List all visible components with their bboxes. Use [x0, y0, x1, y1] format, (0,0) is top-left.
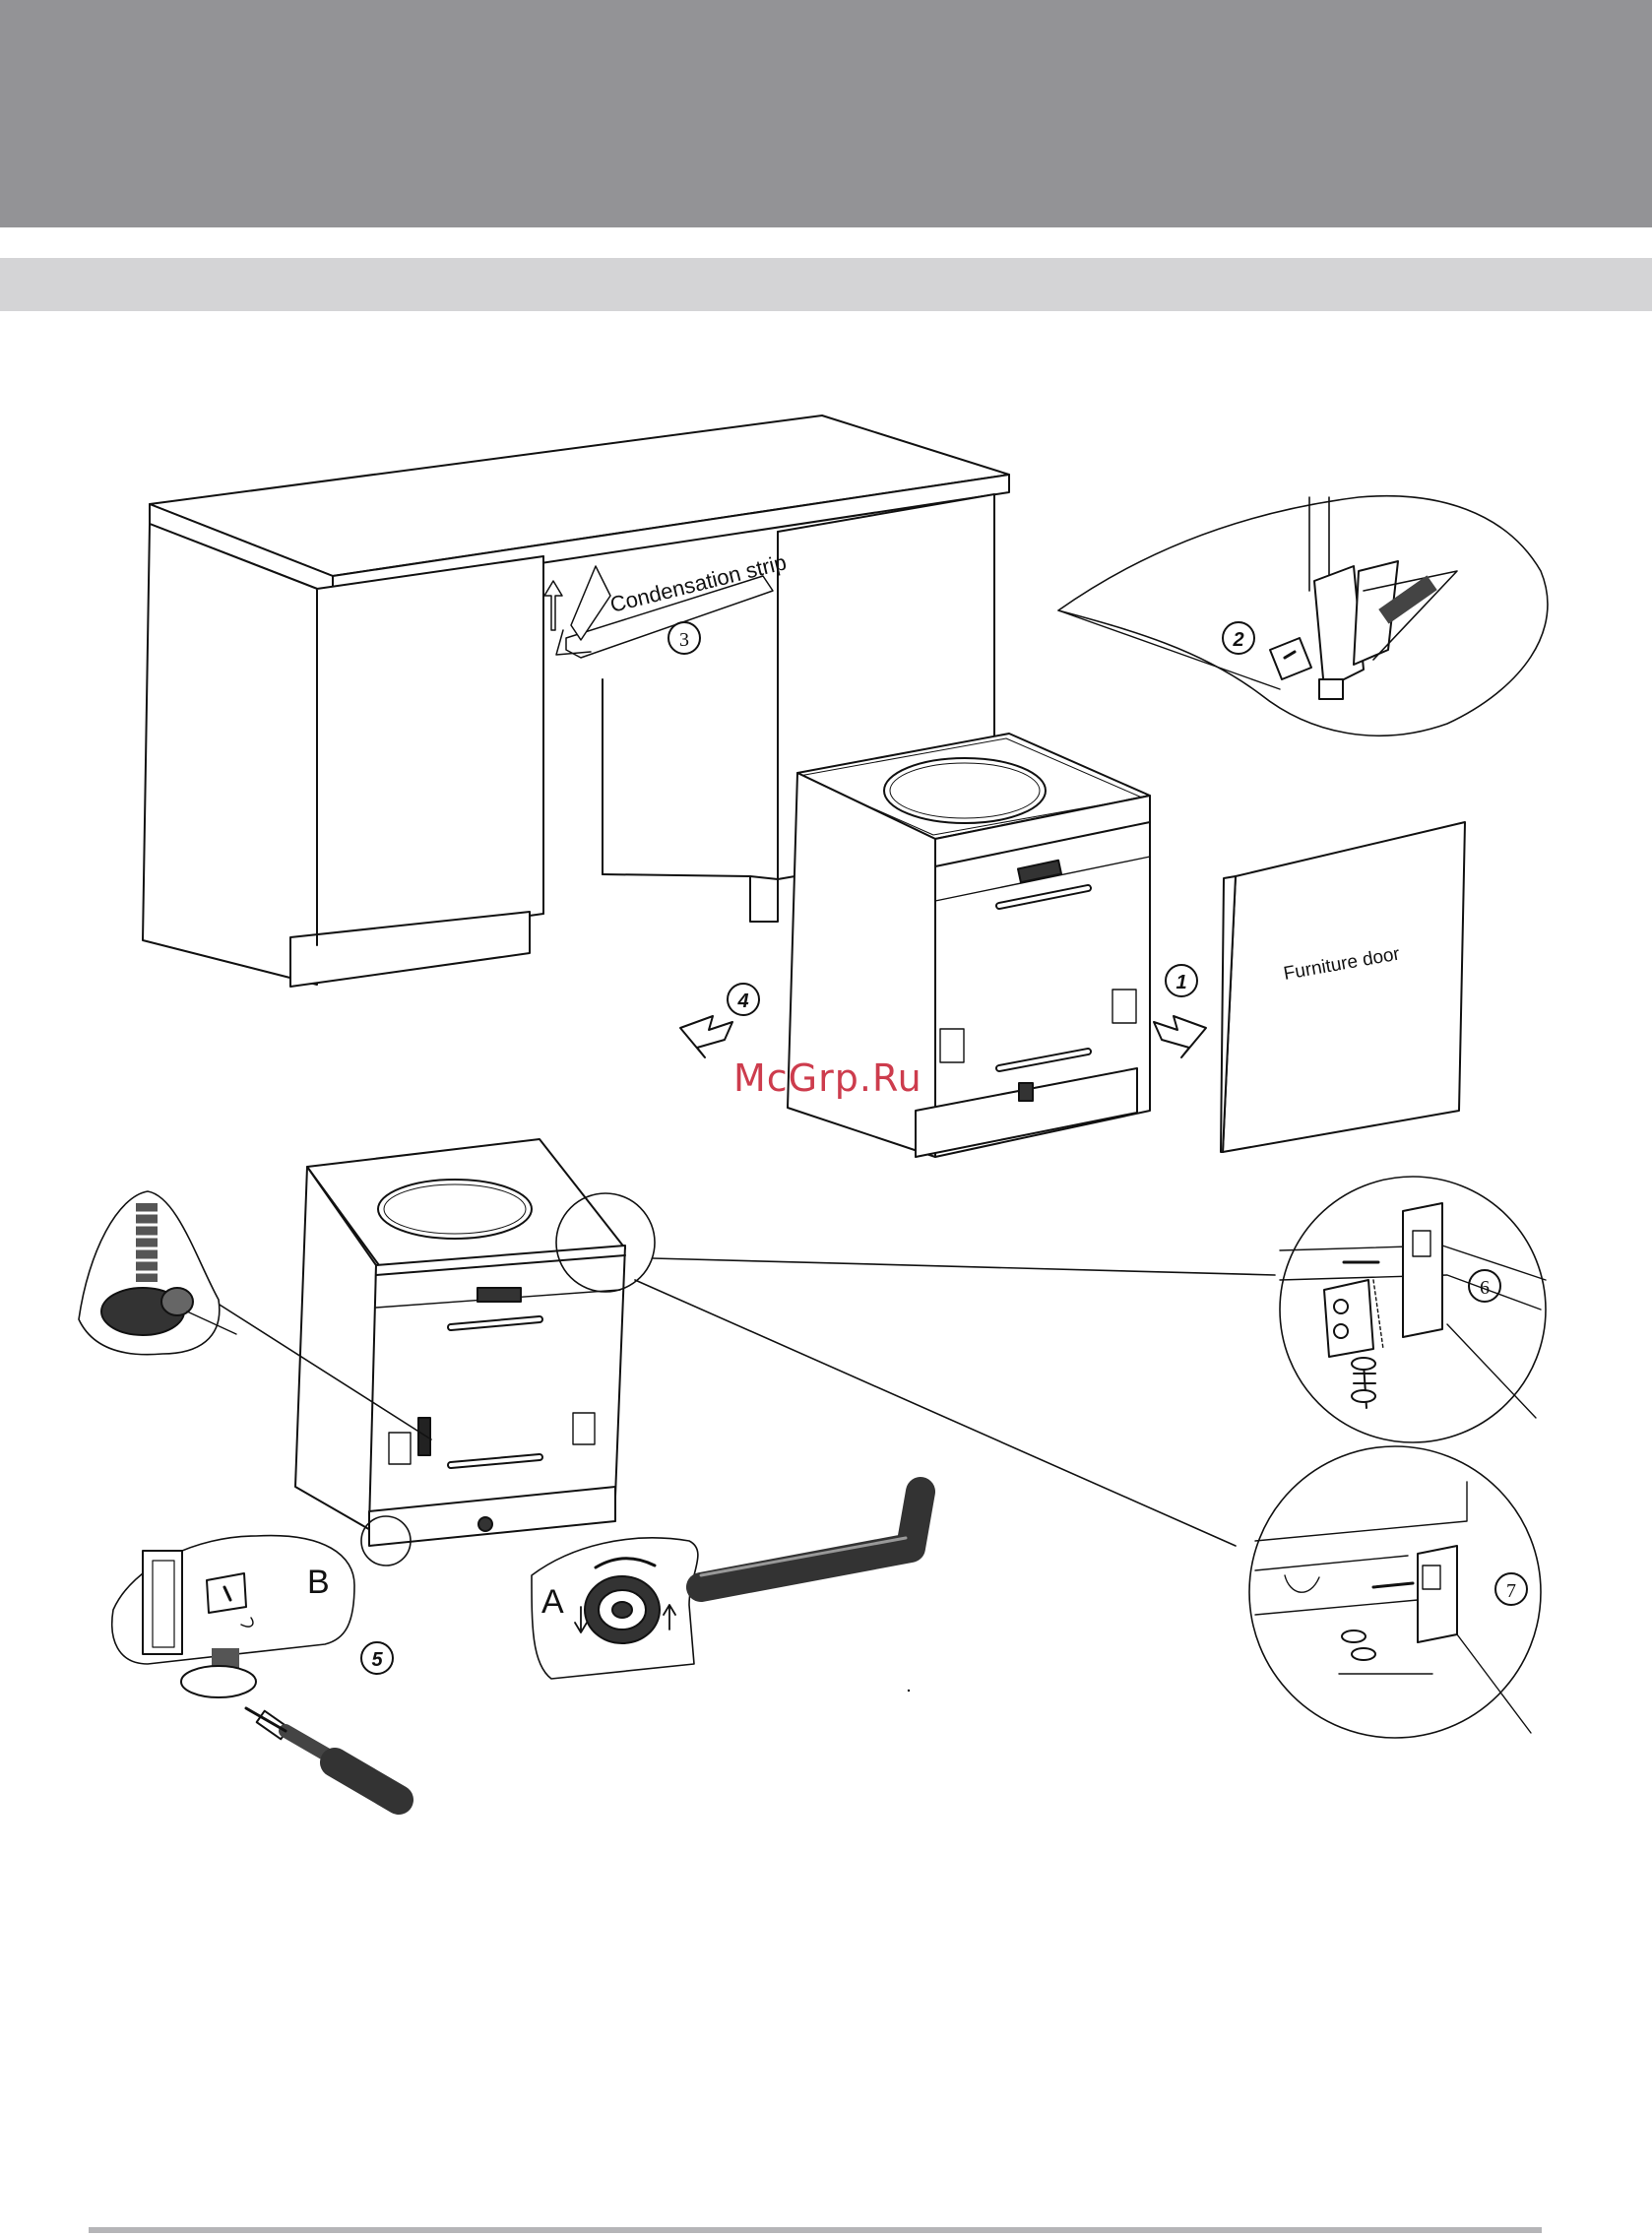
watermark-text: McGrp.Ru — [733, 1056, 922, 1100]
step-1-label: 1 — [1175, 972, 1186, 993]
step-3-label: 3 — [679, 629, 689, 651]
step-4-label: 4 — [736, 991, 748, 1012]
hinge-detail-view: 2 — [1058, 496, 1548, 735]
detail-a-label: A — [541, 1583, 564, 1621]
leg-detail-view — [79, 1191, 236, 1355]
footer-rule — [89, 2227, 1542, 2233]
detail-6-view: 6 — [1280, 1177, 1546, 1442]
step-5-label: 5 — [371, 1649, 383, 1671]
detail-7-view: 7 — [1249, 1446, 1541, 1738]
furniture-door: Furniture door — [1221, 822, 1465, 1152]
step-2-label: 2 — [1232, 629, 1243, 651]
detail-b-view: B 5 — [112, 1536, 399, 1800]
detail-b-label: B — [307, 1564, 330, 1601]
step-6-label: 6 — [1480, 1277, 1490, 1299]
step-7-label: 7 — [1506, 1580, 1516, 1602]
dishwasher-lower — [212, 1139, 1275, 1566]
